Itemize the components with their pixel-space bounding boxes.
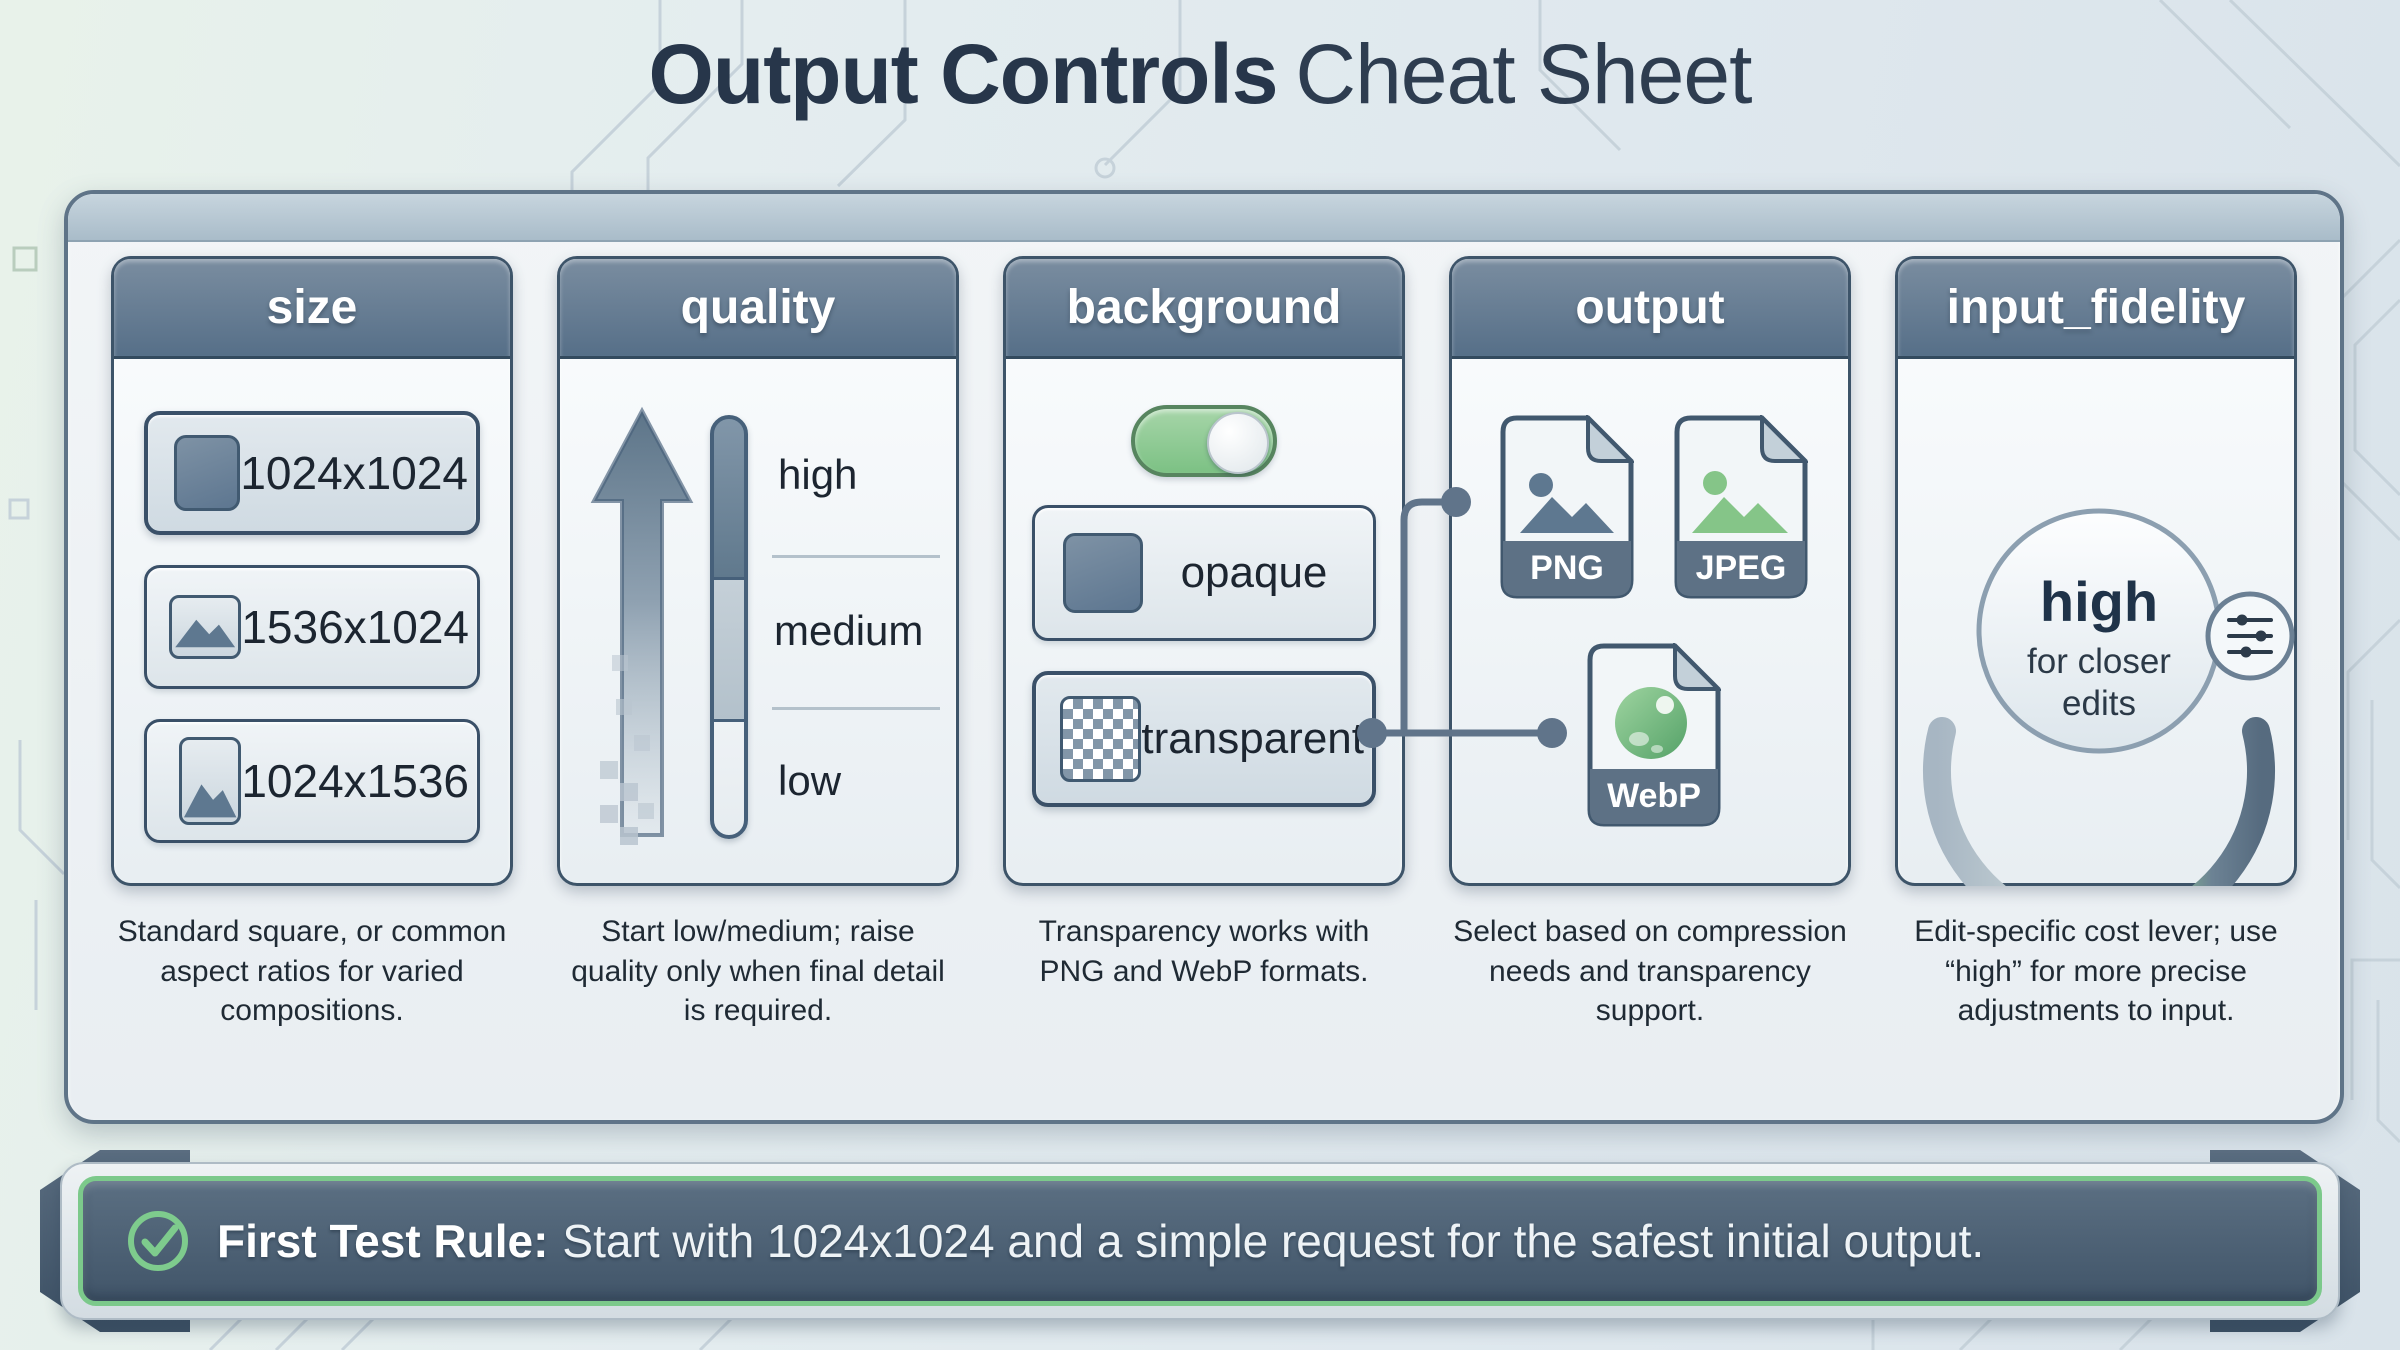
fidelity-dial: high for closer edits: [1923, 508, 2295, 886]
column-background: background opaque: [1003, 256, 1405, 1031]
first-test-rule-banner: First Test Rule:Start with 1024x1024 and…: [40, 1150, 2360, 1332]
fidelity-note-line2: edits: [2062, 684, 2136, 723]
page-title-regular: Cheat Sheet: [1295, 27, 1752, 121]
opaque-swatch-icon: [1063, 533, 1143, 613]
size-option-1024x1024[interactable]: 1024x1024: [144, 411, 480, 535]
input-fidelity-card-body: high for closer edits: [1898, 359, 2295, 886]
size-option-label: 1024x1536: [241, 755, 469, 807]
output-card: output PNG: [1449, 256, 1851, 886]
banner-text-bold: First Test Rule:: [217, 1215, 549, 1267]
jpeg-file-icon[interactable]: JPEG: [1674, 415, 1808, 599]
webp-file-icon[interactable]: WebP: [1587, 643, 1721, 827]
background-option-label: opaque: [1180, 548, 1328, 597]
webp-label: WebP: [1607, 777, 1701, 815]
quality-level-gauge[interactable]: [710, 415, 748, 839]
input-fidelity-header-label: input_fidelity: [1946, 281, 2246, 334]
quality-header-label: quality: [680, 281, 836, 334]
size-option-1536x1024[interactable]: 1536x1024: [144, 565, 480, 689]
check-circle-icon: [128, 1211, 188, 1271]
quality-card-body: high medium low: [560, 359, 956, 886]
toggle-knob: [1207, 412, 1269, 474]
square-image-icon: [174, 435, 241, 511]
size-option-label: 1024x1024: [240, 447, 468, 499]
sliders-icon-dots: [2236, 614, 2267, 658]
background-caption: Transparency works with PNG and WebP for…: [1038, 915, 1370, 988]
output-caption: Select based on compression needs and tr…: [1453, 915, 1847, 1028]
quality-caption: Start low/medium; raise quality only whe…: [571, 915, 945, 1028]
dial-knob[interactable]: [2205, 591, 2295, 681]
size-option-1024x1536[interactable]: 1024x1536: [144, 719, 480, 843]
background-card-header: background: [1006, 259, 1402, 359]
jpeg-label: JPEG: [1696, 549, 1787, 587]
gauge-divider: [714, 577, 744, 580]
columns-row: size 1024x1024 1536x1024: [68, 256, 2340, 1031]
background-toggle-switch[interactable]: [1131, 405, 1277, 477]
quality-level-high: high: [778, 451, 858, 498]
quality-up-arrow-icon: [590, 406, 694, 845]
main-panel: size 1024x1024 1536x1024: [64, 190, 2344, 1124]
landscape-image-icon: [169, 595, 242, 659]
size-header-label: size: [266, 281, 358, 334]
size-card-body: 1024x1024 1536x1024 1024x1: [114, 359, 510, 938]
size-card-header: size: [114, 259, 510, 359]
output-card-body: PNG JPEG: [1452, 359, 1848, 886]
input-fidelity-caption: Edit-specific cost lever; use “high” for…: [1914, 915, 2278, 1028]
png-label: PNG: [1530, 549, 1604, 587]
background-card: background opaque: [1003, 256, 1405, 886]
page-title-bold: Output Controls: [648, 27, 1279, 121]
panel-top-strip: [68, 194, 2340, 242]
png-file-icon[interactable]: PNG: [1500, 415, 1634, 599]
input-fidelity-card: input_fidelity: [1895, 256, 2297, 886]
quality-divider-line: [772, 555, 940, 558]
banner-text: First Test Rule:Start with 1024x1024 and…: [217, 1214, 1984, 1268]
column-input-fidelity: input_fidelity: [1895, 256, 2297, 1031]
background-card-body: opaque transparent: [1006, 405, 1402, 932]
column-output: output PNG: [1449, 256, 1851, 1031]
output-header-label: output: [1575, 281, 1725, 334]
quality-divider-line: [772, 707, 940, 710]
background-option-opaque[interactable]: opaque: [1032, 505, 1376, 641]
fidelity-note-line1: for closer: [2027, 642, 2171, 681]
fidelity-value: high: [2040, 570, 2158, 633]
background-options: opaque transparent: [1006, 477, 1402, 807]
gauge-divider: [714, 719, 744, 722]
portrait-image-icon: [179, 737, 242, 825]
background-option-transparent[interactable]: transparent: [1032, 671, 1376, 807]
transparent-checkerboard-icon: [1060, 696, 1142, 782]
banner-bar: First Test Rule:Start with 1024x1024 and…: [78, 1176, 2322, 1306]
output-card-header: output: [1452, 259, 1848, 359]
quality-card-header: quality: [560, 259, 956, 359]
input-fidelity-card-header: input_fidelity: [1898, 259, 2294, 359]
banner-text-rest: Start with 1024x1024 and a simple reques…: [562, 1215, 1985, 1267]
quality-card: quality: [557, 256, 959, 886]
size-caption: Standard square, or common aspect ratios…: [117, 915, 507, 1028]
quality-level-low: low: [778, 757, 842, 804]
background-option-label: transparent: [1141, 714, 1364, 763]
column-size: size 1024x1024 1536x1024: [111, 256, 513, 1031]
column-quality: quality: [557, 256, 959, 1031]
quality-level-medium: medium: [774, 607, 924, 654]
background-header-label: background: [1066, 281, 1342, 334]
size-card: size 1024x1024 1536x1024: [111, 256, 513, 886]
size-option-label: 1536x1024: [241, 601, 469, 653]
